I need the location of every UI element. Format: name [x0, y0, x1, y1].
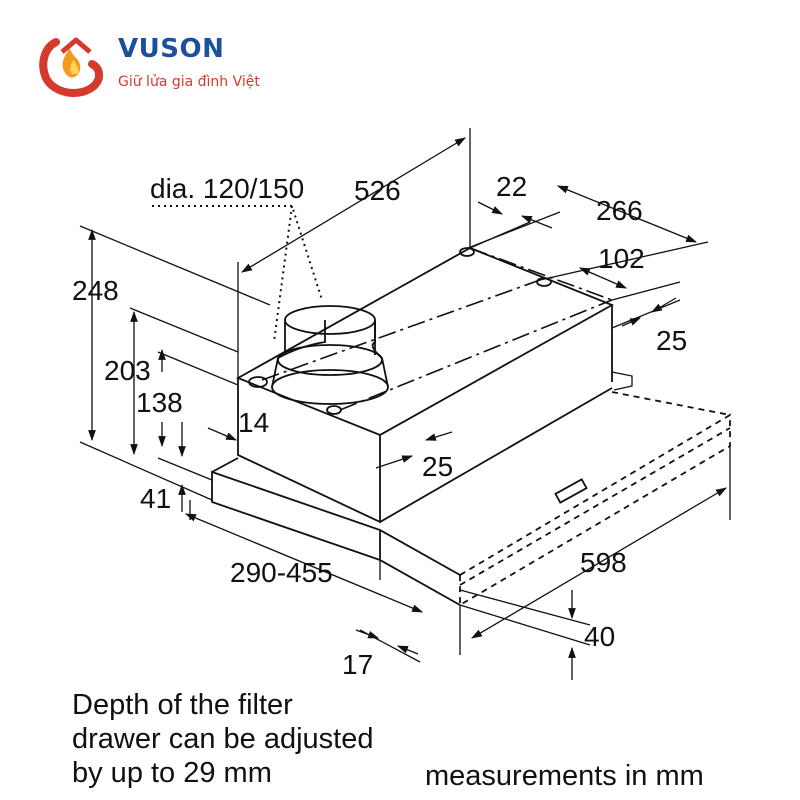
duct-connector: [271, 305, 389, 405]
brand-name: VUSON: [118, 34, 225, 64]
dimension-labels: dia. 120/150 526 22 266 102 25 248 203 1…: [72, 171, 687, 680]
label-front-lip: 40: [584, 621, 615, 652]
label-hole-spacing: 102: [598, 243, 645, 274]
brand-header: VUSON Giữ lửa gia đình Việt: [36, 28, 296, 100]
label-top-right-inset: 25: [656, 325, 687, 356]
dim-25-front-arrow-b: [375, 455, 414, 469]
dim-25-top-arrow: [651, 297, 677, 313]
label-panel-thickness: 17: [342, 649, 373, 680]
label-side-inset: 14: [238, 407, 269, 438]
dim-266-line: [556, 185, 698, 243]
label-width: 598: [580, 547, 627, 578]
dim-17-right-arrow: [396, 645, 419, 655]
dim-102-line: [578, 267, 628, 289]
label-drawer-height: 41: [140, 483, 171, 514]
brand-tagline: Giữ lửa gia đình Việt: [118, 74, 260, 90]
adjustment-note: Depth of the filter drawer can be adjust…: [72, 688, 373, 790]
note-line: drawer can be adjusted: [72, 723, 374, 755]
dim-598-line: [471, 487, 727, 639]
extension-lines: [79, 128, 731, 663]
label-front-inset: 25: [422, 451, 453, 482]
dim-25-bottom-arrow: [621, 317, 642, 327]
leader-dia-outer: [152, 205, 323, 301]
brand-logo-icon: [39, 37, 103, 97]
dim-526-line: [241, 137, 466, 273]
dimension-lines: [88, 137, 727, 680]
dim-17-left-arrow: [355, 629, 380, 639]
dim-25-front-arrow-a: [424, 431, 453, 441]
dim-22-right-arrow: [520, 215, 553, 229]
label-lower-height: 138: [136, 387, 183, 418]
note-line: by up to 29 mm: [72, 757, 272, 789]
dim-22-left-arrow: [477, 201, 503, 215]
label-rear-width: 266: [596, 195, 643, 226]
dim-14-arrow: [207, 427, 238, 441]
label-drawer-depth: 290-455: [230, 557, 333, 588]
label-rear-offset: 22: [496, 171, 527, 202]
dim-290-455-line: [184, 513, 424, 613]
units-note: measurements in mm: [425, 760, 704, 792]
label-depth: 526: [354, 175, 401, 206]
label-duct-diameter: dia. 120/150: [150, 173, 304, 204]
leader-dia-inner: [273, 205, 293, 343]
label-total-height: 248: [72, 275, 119, 306]
label-body-height: 203: [104, 355, 151, 386]
note-line: Depth of the filter: [72, 689, 293, 721]
